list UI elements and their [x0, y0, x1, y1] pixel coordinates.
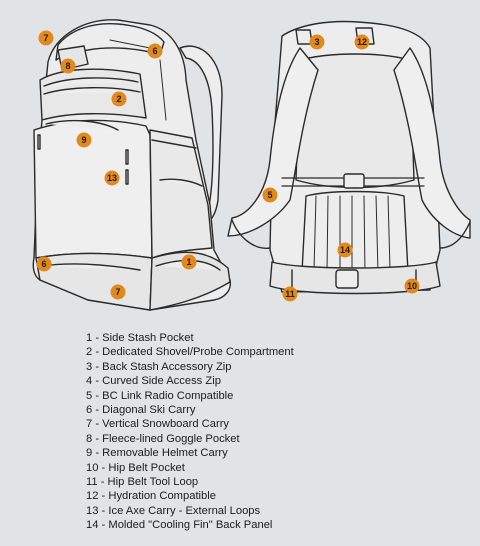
callout-marker: 2 [111, 91, 127, 107]
marker-dot [262, 187, 278, 203]
legend-item: 10 - Hip Belt Pocket [86, 461, 185, 474]
callout-marker: 11 [282, 286, 298, 302]
marker-dot [76, 132, 92, 148]
callout-marker: 5 [262, 187, 278, 203]
marker-dot [111, 91, 127, 107]
marker-dot [147, 43, 163, 59]
callout-marker: 14 [337, 242, 353, 258]
front-view-pack [32, 19, 232, 311]
callout-marker: 10 [404, 278, 420, 294]
callout-marker: 7 [38, 30, 54, 46]
callout-marker: 9 [76, 132, 92, 148]
legend-item: 14 - Molded "Cooling Fin" Back Panel [86, 519, 273, 532]
legend-item: 12 - Hydration Compatible [86, 490, 216, 503]
marker-label: 14 [340, 245, 350, 255]
callout-markers: 7 6 8 2 9 13 6 1 7 3 12 5 14 11 10 [36, 30, 420, 302]
marker-label: 7 [115, 287, 120, 297]
marker-label: 2 [116, 94, 121, 104]
marker-dot [60, 58, 76, 74]
back-view-pack [227, 20, 471, 295]
marker-dot [404, 278, 420, 294]
callout-marker: 1 [181, 254, 197, 270]
marker-label: 5 [267, 190, 272, 200]
legend-item: 1 - Side Stash Pocket [86, 332, 194, 344]
marker-dot [309, 34, 325, 50]
marker-label: 13 [107, 173, 117, 183]
marker-label: 8 [65, 61, 70, 71]
marker-label: 7 [43, 33, 48, 43]
callout-marker: 7 [110, 284, 126, 300]
marker-label: 6 [152, 46, 157, 56]
callout-marker: 8 [60, 58, 76, 74]
legend-item: 3 - Back Stash Accessory Zip [86, 360, 232, 373]
legend-item: 6 - Diagonal Ski Carry [86, 404, 196, 417]
callout-marker: 6 [147, 43, 163, 59]
marker-label: 9 [81, 135, 86, 145]
legend-item: 13 - Ice Axe Carry - External Loops [86, 504, 261, 517]
marker-dot [104, 170, 120, 186]
marker-dot [181, 254, 197, 270]
legend-item: 8 - Fleece-lined Goggle Pocket [86, 432, 240, 445]
callout-marker: 3 [309, 34, 325, 50]
legend-item: 7 - Vertical Snowboard Carry [86, 418, 230, 431]
callout-marker: 13 [104, 170, 120, 186]
legend-item: 11 - Hip Belt Tool Loop [86, 476, 199, 489]
marker-label: 3 [314, 37, 319, 47]
callout-marker: 6 [36, 256, 52, 272]
marker-label: 10 [407, 281, 417, 291]
legend-item: 9 - Removable Helmet Carry [86, 447, 228, 460]
marker-dot [110, 284, 126, 300]
marker-label: 1 [186, 257, 191, 267]
marker-label: 12 [357, 37, 367, 47]
callout-marker: 12 [354, 34, 370, 50]
marker-dot [282, 286, 298, 302]
marker-dot [337, 242, 353, 258]
legend-item: 2 - Dedicated Shovel/Probe Compartment [86, 346, 294, 359]
marker-dot [36, 256, 52, 272]
feature-legend: 1 - Side Stash Pocket 2 - Dedicated Shove… [86, 331, 294, 533]
marker-dot [38, 30, 54, 46]
marker-dot [354, 34, 370, 50]
legend-item: 5 - BC Link Radio Compatible [86, 389, 234, 402]
marker-label: 11 [285, 289, 295, 299]
legend-item: 4 - Curved Side Access Zip [86, 375, 221, 388]
marker-label: 6 [41, 259, 46, 269]
